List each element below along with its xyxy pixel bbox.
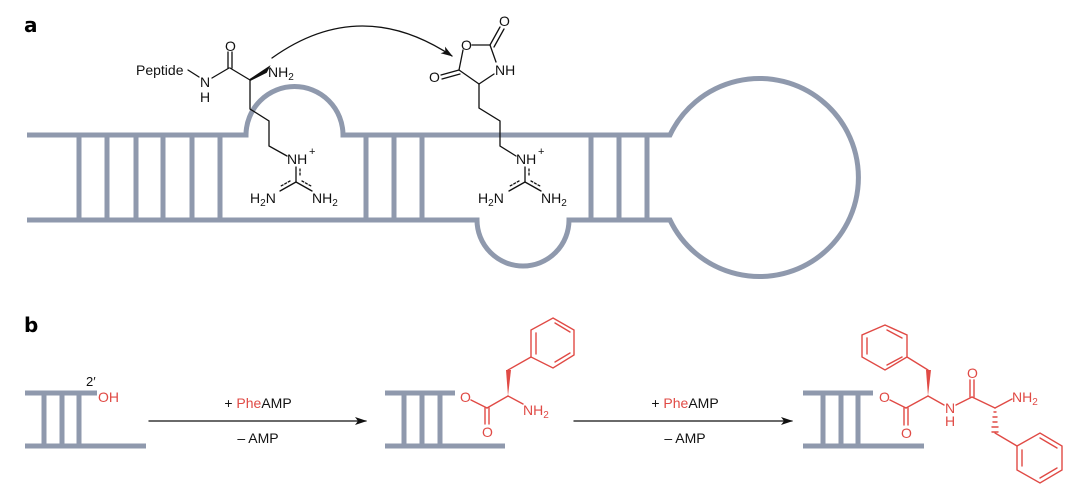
positive-charge: + [538,146,544,158]
benzene-ring [530,317,575,369]
arginine-nca: O O NH O NH + H2N NH2 [429,13,567,209]
amide-n: N [945,400,955,416]
reagent-label: + PheAMP [224,395,291,411]
alpha-amine: NH2 [268,64,294,83]
reaction-step-1: + PheAMP – AMP [148,395,367,446]
position-2prime-label: 2′ [86,374,96,389]
hydroxyl-label: OH [98,389,119,405]
guanidinium-nh: NH [516,151,536,167]
rna-top-strand [27,76,861,279]
ring-o: O [461,37,472,53]
panel-label-a: a [24,13,38,37]
base-pairs-middle [363,135,425,220]
carbonyl-o-top: O [499,13,510,29]
amide-h: H [945,413,955,429]
base-pairs-right [588,135,650,220]
curved-reaction-arrow [271,25,453,59]
ester-o: O [460,389,471,405]
amide-o: O [967,365,978,381]
carbonyl-o: O [901,425,912,441]
reagent-label: + PheAMP [651,395,718,411]
guanidinium-h2n: H2N [250,190,276,209]
ester-o: O [879,389,890,405]
carbonyl-o-left: O [429,69,440,85]
carbonyl-o: O [482,424,493,440]
peptidyl-arginine: Peptide N H O NH2 NH + H2N NH2 [136,38,338,209]
rna-stub-start: 2′ OH [25,374,146,449]
benzene-ring-2 [1016,432,1063,484]
terminal-amine: NH2 [1012,389,1038,408]
peptide-label: Peptide [136,62,184,78]
guanidinium-nh2: NH2 [312,190,338,209]
panel-label-b: b [24,313,38,337]
carbonyl-o: O [225,38,236,54]
benzene-ring-1 [861,324,908,371]
wedge-bond [249,65,271,81]
alpha-amine: NH2 [523,402,549,421]
guanidinium-nh: NH [287,151,307,167]
positive-charge: + [309,146,315,158]
reaction-step-2: + PheAMP – AMP [573,395,793,446]
wedge-bond [506,370,511,396]
wedge-bond [926,370,931,396]
amide-n: N [200,74,210,90]
hashed-bond [991,411,999,433]
guanidinium-nh2: NH2 [541,190,567,209]
amide-h: H [200,89,210,105]
byproduct-label: – AMP [237,430,278,446]
phe-rna-intermediate: O O NH2 [385,317,575,449]
base-pairs-left [76,135,223,220]
rna-hairpin [27,76,861,279]
guanidinium-h2n: H2N [478,190,504,209]
byproduct-label: – AMP [664,430,705,446]
phe-phe-rna-product: O O N H O NH2 [803,324,1063,484]
ring-nh: NH [495,62,515,78]
